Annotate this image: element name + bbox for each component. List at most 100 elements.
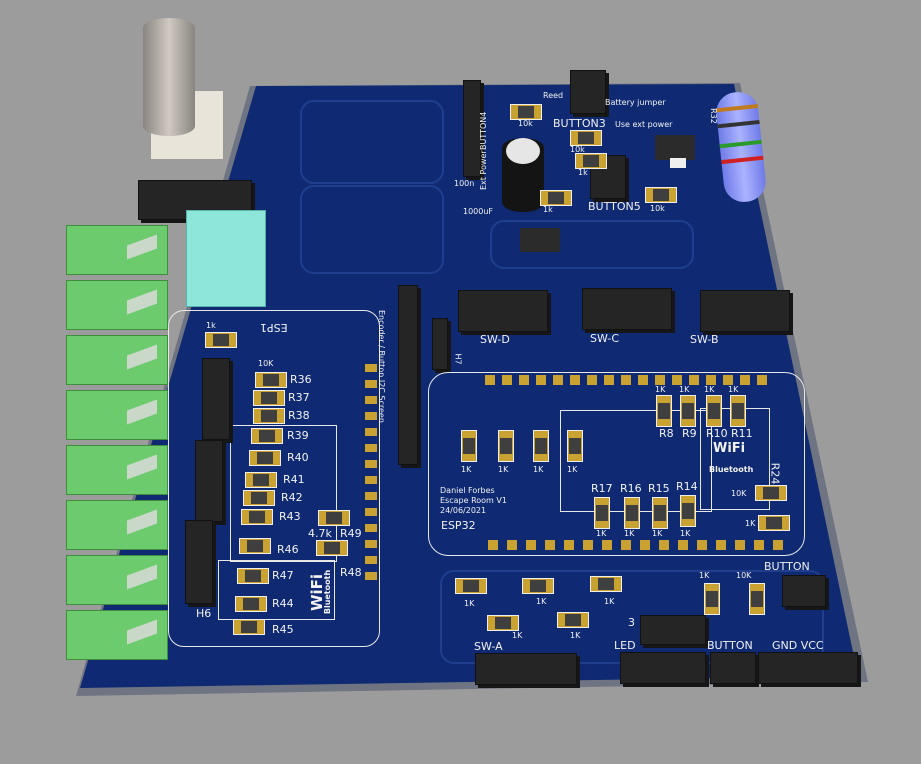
smd-resistor bbox=[237, 568, 269, 584]
smd-resistor bbox=[706, 395, 722, 427]
smd-resistor bbox=[243, 490, 275, 506]
trace bbox=[300, 185, 444, 274]
terminal-block[interactable] bbox=[66, 500, 168, 550]
gnd-vcc-header[interactable] bbox=[758, 652, 858, 684]
value-label: 10k bbox=[650, 204, 665, 213]
author-label: Daniel Forbes bbox=[440, 486, 495, 495]
terminal-block[interactable] bbox=[66, 555, 168, 605]
smd-resistor bbox=[704, 583, 720, 615]
resistor-label: R15 bbox=[648, 482, 670, 495]
terminal-block[interactable] bbox=[66, 610, 168, 660]
encoder-i2c-label: Encoder / Button I2C Screen bbox=[377, 310, 386, 423]
smd-resistor bbox=[510, 104, 542, 120]
h6-header[interactable] bbox=[185, 520, 213, 604]
bluetooth-label: Bluetooth bbox=[709, 465, 754, 474]
button5-label: BUTTON5 bbox=[588, 200, 641, 213]
sw-c-label: SW-C bbox=[590, 332, 620, 345]
reed-label: Reed bbox=[543, 91, 564, 100]
module-header[interactable] bbox=[195, 440, 223, 522]
sw-b-header[interactable] bbox=[700, 290, 790, 332]
button3-label: BUTTON3 bbox=[553, 117, 606, 130]
resistor-label: R8 bbox=[659, 427, 674, 440]
value-label: 1K bbox=[533, 465, 544, 474]
resistor-label: R39 bbox=[287, 429, 309, 442]
reed-header[interactable] bbox=[570, 70, 606, 114]
smd-resistor bbox=[241, 509, 273, 525]
resistor-label: R14 bbox=[676, 480, 698, 493]
h7-header[interactable] bbox=[432, 318, 448, 370]
value-label: 1K bbox=[512, 631, 523, 640]
wifi-label: WiFi bbox=[713, 441, 746, 456]
smd-resistor bbox=[245, 472, 277, 488]
terminal-block[interactable] bbox=[66, 280, 168, 330]
value-label: 1K bbox=[624, 529, 635, 538]
trace bbox=[490, 220, 694, 269]
resistor-label: R42 bbox=[281, 491, 303, 504]
sw-b-label: SW-B bbox=[690, 333, 719, 346]
smd-resistor bbox=[255, 372, 287, 388]
power-connector[interactable] bbox=[186, 210, 266, 307]
smd-resistor bbox=[680, 495, 696, 527]
value-label: 1k bbox=[543, 205, 553, 214]
smd-resistor bbox=[652, 497, 668, 529]
sw-c-header[interactable] bbox=[582, 288, 672, 330]
h6-label: H6 bbox=[196, 607, 212, 620]
smd-resistor bbox=[233, 619, 265, 635]
value-label: 4.7k bbox=[308, 527, 332, 540]
led-header[interactable] bbox=[620, 652, 706, 684]
esp32-pin-row-bottom bbox=[488, 540, 788, 550]
terminal-block[interactable] bbox=[66, 335, 168, 385]
value-label: 1K bbox=[679, 385, 690, 394]
resistor-label: R10 bbox=[706, 427, 728, 440]
encoder-i2c-header[interactable] bbox=[398, 285, 418, 465]
button-header[interactable] bbox=[782, 575, 826, 607]
esp32-label: ESP32 bbox=[441, 519, 476, 532]
value-label: 1K bbox=[604, 597, 615, 606]
sw-d-label: SW-D bbox=[480, 333, 510, 346]
color-band bbox=[721, 155, 764, 165]
smd-resistor bbox=[645, 187, 677, 203]
resistor-label: R17 bbox=[591, 482, 613, 495]
terminal-block[interactable] bbox=[66, 390, 168, 440]
header-3pin[interactable] bbox=[640, 615, 706, 645]
header-label: 3 bbox=[628, 616, 635, 629]
value-label: 1K bbox=[655, 385, 666, 394]
mosfet bbox=[520, 228, 560, 252]
value-label: 1K bbox=[704, 385, 715, 394]
button4-header[interactable] bbox=[463, 80, 481, 177]
smd-resistor bbox=[455, 578, 487, 594]
resistor-label: R11 bbox=[731, 427, 753, 440]
capacitor-top bbox=[506, 138, 540, 164]
smd-resistor bbox=[249, 450, 281, 466]
resistor-label: R37 bbox=[288, 391, 310, 404]
smd-resistor bbox=[235, 596, 267, 612]
smd-resistor bbox=[594, 497, 610, 529]
value-label: 10K bbox=[258, 359, 274, 368]
value-label: 1k bbox=[206, 321, 216, 330]
terminal-block[interactable] bbox=[66, 445, 168, 495]
smd-resistor bbox=[680, 395, 696, 427]
silk-box bbox=[230, 425, 337, 562]
smd-resistor bbox=[533, 430, 549, 462]
resistor-label: R43 bbox=[279, 510, 301, 523]
smd-resistor bbox=[749, 583, 765, 615]
value-label: 1K bbox=[567, 465, 578, 474]
sw-d-header[interactable] bbox=[458, 290, 548, 332]
resistor-label: R44 bbox=[272, 597, 294, 610]
regulator-tab bbox=[670, 158, 686, 168]
smd-resistor bbox=[656, 395, 672, 427]
pin-row bbox=[365, 360, 377, 585]
rotary-encoder-shaft bbox=[143, 18, 195, 136]
module-outline bbox=[168, 310, 380, 647]
sw-a-header[interactable] bbox=[475, 653, 577, 685]
terminal-block[interactable] bbox=[66, 225, 168, 275]
resistor-label: R48 bbox=[340, 566, 362, 579]
button-header[interactable] bbox=[710, 652, 756, 684]
r24-label: R24 bbox=[768, 462, 782, 485]
resistor-label: R47 bbox=[272, 569, 294, 582]
module-header[interactable] bbox=[202, 358, 230, 440]
value-label: 1K bbox=[461, 465, 472, 474]
gnd-vcc-label: GND VCC bbox=[772, 639, 824, 652]
use-ext-power-label: Use ext power bbox=[615, 120, 673, 129]
smd-resistor bbox=[624, 497, 640, 529]
